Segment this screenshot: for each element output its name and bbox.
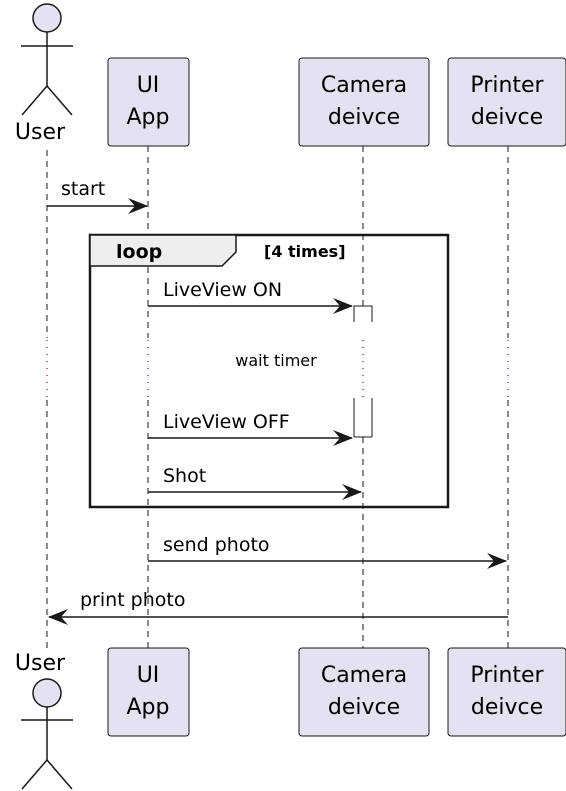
message-print-photo: print photo (48, 589, 508, 625)
participant-camera-label-bottom-2: deivce (328, 695, 400, 720)
participant-user-bottom: User (15, 651, 73, 790)
actor-head-icon (32, 678, 62, 708)
message-start: start (47, 178, 148, 214)
participant-printer-label-2: deivce (471, 105, 543, 130)
participant-ui-app-label-2: App (127, 105, 170, 130)
participant-printer-bottom: Printer deivce (447, 647, 566, 737)
participant-ui-app-label-bottom-1: UI (137, 663, 160, 688)
lifelines (46, 146, 509, 648)
participant-printer-label-bottom-1: Printer (470, 663, 544, 688)
participant-printer-top: Printer deivce (447, 57, 566, 147)
participant-user-label: User (15, 120, 66, 145)
message-print-photo-label: print photo (80, 589, 185, 611)
participant-printer-label-1: Printer (470, 73, 544, 98)
message-liveview-on-label: LiveView ON (163, 279, 282, 301)
message-send-photo-label: send photo (163, 534, 270, 556)
message-send-photo: send photo (148, 534, 507, 569)
participant-camera-bottom: Camera deivce (298, 647, 430, 737)
participant-ui-app-label-bottom-2: App (127, 695, 170, 720)
participant-user-top: User (15, 3, 73, 145)
loop-frame: loop [4 times] (88, 233, 450, 509)
message-shot-label: Shot (163, 465, 206, 487)
camera-activation (353, 305, 373, 438)
participant-camera-label-2: deivce (328, 105, 400, 130)
participant-ui-app-label-1: UI (137, 73, 160, 98)
participant-user-label-bottom: User (15, 651, 66, 676)
participant-camera-label-1: Camera (321, 73, 407, 98)
loop-condition: [4 times] (264, 242, 346, 261)
message-liveview-off-label: LiveView OFF (163, 411, 290, 433)
message-start-label: start (61, 178, 105, 200)
participant-camera-label-bottom-1: Camera (321, 663, 407, 688)
participant-ui-app-bottom: UI App (107, 647, 190, 737)
participant-ui-app-top: UI App (107, 57, 190, 147)
delay-label: wait timer (235, 351, 317, 370)
message-liveview-off: LiveView OFF (148, 411, 353, 446)
participant-camera-top: Camera deivce (298, 57, 430, 147)
delay-segments (46, 340, 509, 400)
message-liveview-on: LiveView ON (148, 279, 353, 314)
message-shot: Shot (148, 465, 362, 500)
participant-printer-label-bottom-2: deivce (471, 695, 543, 720)
actor-head-icon (32, 3, 62, 33)
loop-keyword: loop (116, 241, 162, 263)
